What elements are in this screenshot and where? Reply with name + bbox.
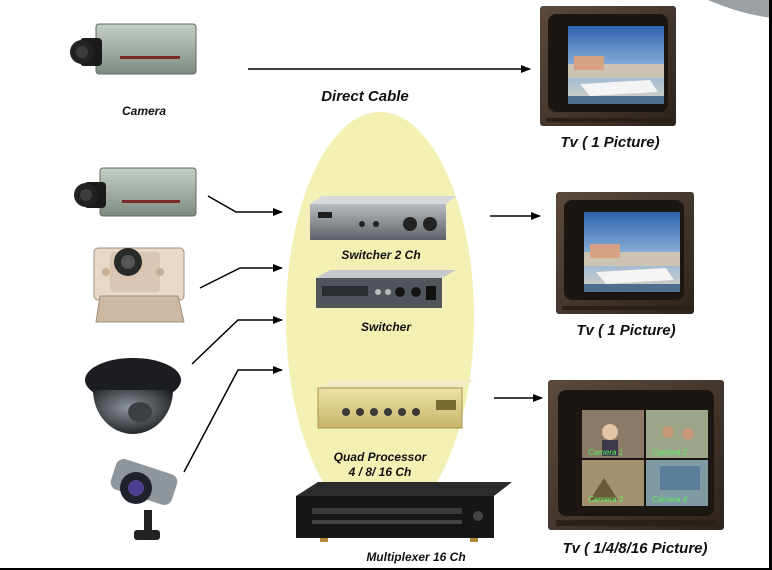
quad-overlay-label: Camera 1: [588, 448, 623, 457]
quad-channels-label: 4 / 8/ 16 Ch: [348, 465, 412, 479]
box-camera-icon: [74, 167, 197, 217]
tv-3-icon: Camera 1 Camera 2 Camera 3 Camera 4: [548, 380, 724, 530]
tv-3-label: Tv ( 1/4/8/16 Picture): [562, 540, 708, 557]
bullet-camera-to-quad-arrow: [183, 366, 283, 473]
tv-1-icon: [540, 6, 676, 126]
quad-overlay-label: Camera 2: [652, 448, 688, 457]
dome-camera-to-switcher-arrow: [191, 316, 283, 365]
quad-overlay-label: Camera 3: [588, 495, 624, 504]
bullet-camera-icon: [110, 458, 178, 540]
switcher-2ch-icon: [310, 196, 456, 240]
camera-to-switcher-2ch-arrow: [207, 195, 283, 216]
dome-camera-icon: [85, 358, 181, 434]
multiplexer-label: Multiplexer 16 Ch: [366, 550, 466, 564]
board-camera-icon: [93, 247, 185, 323]
switcher-icon: [316, 270, 456, 308]
tv-2-icon: [556, 192, 694, 314]
quad-processor-icon: [317, 380, 474, 429]
switcher-label: Switcher: [360, 320, 411, 334]
board-camera-to-switcher-arrow: [199, 264, 283, 289]
camera-label: Camera: [121, 104, 167, 118]
tv-1-label: Tv ( 1 Picture): [560, 134, 660, 151]
quad-processor-label: Quad Processor: [333, 450, 427, 464]
direct-cable-label: Direct Cable: [321, 88, 409, 105]
switcher-2ch-label: Switcher 2 Ch: [341, 248, 421, 262]
box-camera-icon: [70, 23, 197, 75]
quad-overlay-label: Camera 4: [652, 495, 688, 504]
multiplexer-icon: [296, 482, 512, 542]
tv-2-label: Tv ( 1 Picture): [576, 322, 676, 339]
